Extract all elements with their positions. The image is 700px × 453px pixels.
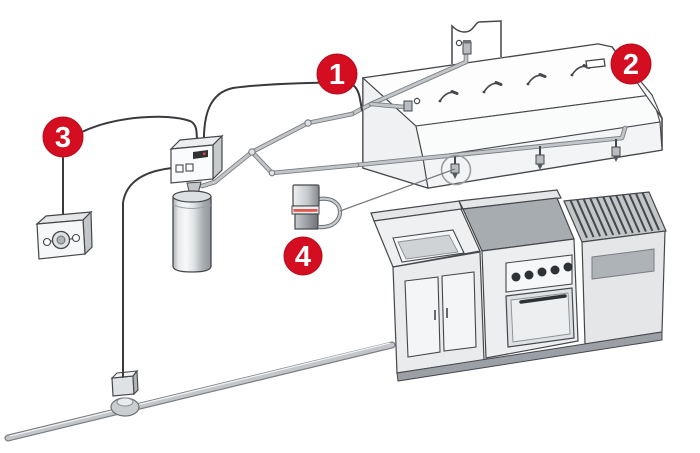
- badge-circle: [316, 53, 358, 95]
- oven-handle: [519, 294, 567, 304]
- pull-handle-center: [56, 235, 66, 245]
- fusible-link-detectors: [438, 64, 591, 103]
- duct-outline: [451, 20, 502, 64]
- manual-pull-station: [35, 210, 93, 260]
- actuator-loop-inner: [318, 197, 342, 229]
- pipe-joint: [248, 148, 256, 156]
- badge-circle: [42, 116, 84, 158]
- badge-1: 1: [316, 53, 358, 95]
- pipe-joint: [268, 169, 276, 177]
- detector-base: [526, 82, 530, 86]
- cabinet-door-right: [441, 271, 477, 352]
- badge-3: 3: [42, 116, 84, 158]
- pipe-joint: [304, 119, 312, 127]
- nozzle-hook: [455, 39, 463, 47]
- badge-number: 1: [329, 59, 345, 91]
- box-button: [185, 163, 194, 172]
- control-knobs: [511, 262, 573, 282]
- nozzle-tip: [613, 156, 619, 162]
- knob: [550, 265, 560, 275]
- cabinet-door-left: [404, 276, 441, 358]
- broiler-front: [581, 230, 666, 345]
- cylinder-top: [172, 190, 212, 203]
- tee-fitting-top: [116, 397, 134, 407]
- release-control-box: [169, 134, 224, 202]
- detector-base: [438, 99, 442, 103]
- detection-line-conduit: [202, 81, 363, 147]
- detector-base: [482, 90, 486, 94]
- gas-line-pipe: [4, 341, 396, 442]
- knob: [524, 270, 534, 280]
- pull-station-to-box-cable: [81, 115, 198, 148]
- nozzle-highlight-circle: [440, 154, 472, 186]
- spray-nozzle: [611, 146, 621, 157]
- detector-base: [570, 73, 574, 77]
- tee-actuator-box: [111, 375, 135, 397]
- station-screw: [42, 237, 52, 247]
- detector-flag-tip: [494, 81, 503, 86]
- knob: [511, 272, 521, 282]
- griddle-back-rim: [458, 189, 562, 210]
- valve-top-block: [292, 184, 320, 207]
- knob: [537, 267, 547, 277]
- spray-nozzle: [535, 154, 545, 165]
- badge-circle: [283, 236, 323, 276]
- valve-red-stripe: [293, 209, 318, 212]
- cylinder-shoulder: [172, 204, 212, 209]
- grill-slats: [569, 192, 660, 239]
- exhaust-duct: [451, 20, 502, 64]
- badge-number: 4: [295, 241, 311, 273]
- sink-basin: [397, 234, 459, 260]
- display-indicator: [203, 152, 206, 155]
- knob: [563, 262, 573, 272]
- badge-number: 3: [55, 122, 71, 154]
- hood-heat-detector: [585, 58, 606, 69]
- badge-4: 4: [283, 236, 323, 276]
- duct-nozzle: [455, 39, 472, 55]
- nozzle-tip: [452, 173, 458, 179]
- tee-actuator-side: [132, 369, 139, 396]
- broiler-tray-slot: [591, 248, 655, 280]
- agent-cylinder: [172, 190, 212, 273]
- agent-supply-pipe: [199, 111, 360, 189]
- kitchen-range: [370, 189, 667, 382]
- nozzle-tip: [537, 164, 543, 170]
- control-display: [193, 150, 208, 159]
- box-button: [175, 164, 184, 173]
- detector-flag-tip: [450, 90, 459, 95]
- station-screw: [71, 233, 81, 243]
- under-hood-pipe: [354, 125, 628, 168]
- gas-valve-actuator: [291, 168, 456, 230]
- badge-circle: [610, 43, 652, 85]
- actuator-link-line: [339, 168, 456, 212]
- pipe-highlight: [9, 342, 391, 437]
- badge-2: 2: [610, 43, 652, 85]
- oven-door-panel: [510, 292, 571, 343]
- nozzle-hook: [413, 97, 421, 105]
- gas-valve-cable: [122, 167, 173, 378]
- range-base: [396, 331, 663, 382]
- badge-number: 2: [623, 49, 639, 81]
- valve-bottom-block: [294, 213, 319, 230]
- gas-valve-tee: [110, 369, 140, 417]
- spray-nozzle: [450, 163, 460, 174]
- cylinder-body: [172, 196, 212, 273]
- spray-nozzles: [450, 139, 621, 179]
- plenum-nozzle: [403, 97, 421, 112]
- sink-backsplash: [370, 200, 463, 222]
- detector-flag-tip: [538, 73, 547, 78]
